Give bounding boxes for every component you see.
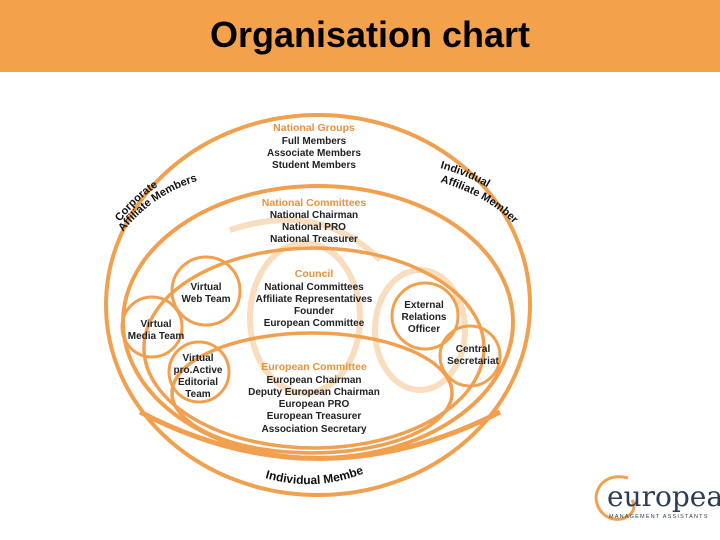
virtual-proactive-circle <box>167 340 231 404</box>
virtual-web-team-label: Virtual <box>191 282 222 293</box>
central-secretariat-circle <box>438 324 502 388</box>
external-relations-circle <box>390 281 460 351</box>
national-groups-item: Student Members <box>272 160 356 171</box>
european-committee-item: European Chairman <box>266 375 361 386</box>
title-bar <box>0 0 720 72</box>
virtual-web-team-circle <box>170 255 242 327</box>
council-item: European Committee <box>264 318 365 329</box>
virtual-proactive-label: pro.Active <box>174 365 223 376</box>
european-committee-ring <box>170 331 454 455</box>
virtual-media-team-circle <box>120 295 184 359</box>
virtual-media-team-label: Virtual <box>141 319 172 330</box>
outer-ring <box>104 113 532 497</box>
logo-swirl-icon <box>594 475 636 521</box>
european-committee-item: Deputy European Chairman <box>248 387 380 398</box>
virtual-media-team-label: Media Team <box>128 331 185 342</box>
national-groups-heading: National Groups <box>273 122 355 134</box>
council-item: National Committees <box>264 282 364 293</box>
national-committees-item: National Treasurer <box>270 234 358 245</box>
external-relations-label: External <box>404 300 444 311</box>
page-title: Organisation chart <box>209 14 531 55</box>
national-committees-heading: National Committees <box>262 197 367 209</box>
national-committees-item: National PRO <box>282 222 346 233</box>
european-committee-heading: European Committee <box>261 361 367 373</box>
council-ring <box>142 246 486 450</box>
national-groups-item: Associate Members <box>267 148 361 159</box>
european-committee-item: European Treasurer <box>267 411 362 422</box>
council-heading: Council <box>295 268 334 280</box>
virtual-web-team-label: Web Team <box>181 294 230 305</box>
external-relations-label: Relations <box>401 312 446 323</box>
logo-word: european <box>607 480 720 513</box>
european-committee-item: Association Secretary <box>261 424 366 435</box>
council-item: Affiliate Representatives <box>256 294 373 305</box>
external-relations-label: Officer <box>408 324 440 335</box>
central-secretariat-label: Secretariat <box>447 356 499 367</box>
virtual-proactive-label: Editorial <box>178 377 218 388</box>
swirl-decoration <box>229 217 468 396</box>
national-groups-item: Full Members <box>282 136 347 147</box>
virtual-proactive-label: Virtual <box>183 353 214 364</box>
logo-tagline: MANAGEMENT ASSISTANTS <box>609 514 709 520</box>
central-secretariat-label: Central <box>456 344 491 355</box>
european-committee-item: European PRO <box>279 399 350 410</box>
european-logo: european MANAGEMENT ASSISTANTS <box>594 475 720 521</box>
bottom-band <box>138 409 502 461</box>
virtual-proactive-label: Team <box>185 389 210 400</box>
national-committees-item: National Chairman <box>270 210 358 221</box>
council-item: Founder <box>294 306 334 317</box>
